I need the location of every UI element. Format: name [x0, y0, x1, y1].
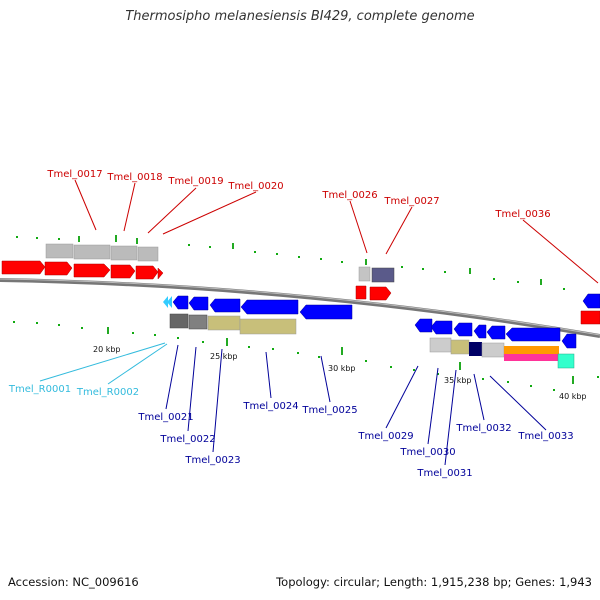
cog-box-tmel-0023 — [207, 315, 241, 331]
rna-genes — [163, 296, 172, 308]
outer-dot-track — [16, 236, 565, 290]
gene-label-tmel-r0001: Tmel_R0001 — [8, 384, 71, 395]
gene-label-tmel-0021: Tmel_0021 — [137, 412, 193, 423]
genome-summary-text: Topology: circular; Length: 1,915,238 bp… — [276, 575, 592, 589]
gene-label-tmel-0022: Tmel_0022 — [159, 434, 215, 445]
gene-label-tmel-0024: Tmel_0024 — [242, 401, 298, 412]
scale-label-30kbp: 30 kbp — [328, 364, 356, 373]
gene-label-tmel-0027: Tmel_0027 — [383, 196, 439, 207]
gene-label-tmel-0029: Tmel_0029 — [357, 431, 413, 442]
scale-label-35kbp: 35 kbp — [444, 376, 472, 385]
reverse-genes — [172, 293, 600, 349]
forward-leader-lines — [74, 179, 599, 284]
cog-box-tmel-0018 — [73, 244, 111, 260]
outer-tick-marks — [78, 235, 542, 285]
cog-box-tmel-0026 — [358, 266, 371, 282]
gene-label-tmel-0025: Tmel_0025 — [301, 405, 357, 416]
cog-box-tmel-0033-b — [504, 354, 559, 361]
forward-genes — [1, 260, 600, 325]
reverse-leader-lines — [165, 344, 547, 466]
cog-box-tmel-0027 — [371, 267, 395, 283]
genome-backbone — [0, 278, 600, 338]
gene-label-tmel-0030: Tmel_0030 — [399, 447, 455, 458]
cog-box-tmel-0022 — [188, 314, 208, 330]
gene-label-tmel-0036: Tmel_0036 — [494, 209, 550, 220]
gene-label-tmel-0032: Tmel_0032 — [455, 423, 511, 434]
scale-label-25kbp: 25 kbp — [210, 352, 238, 361]
cog-box-tmel-0021 — [169, 313, 189, 329]
gene-label-tmel-0026: Tmel_0026 — [321, 190, 377, 201]
cog-box-tmel-0033-a — [504, 346, 559, 354]
cog-box-tmel-0019 — [110, 245, 138, 261]
cog-box-tmel-0031 — [469, 342, 482, 356]
cog-box-tmel-0029 — [429, 337, 452, 353]
scale-label-20kbp: 20 kbp — [93, 345, 121, 354]
page-title: Thermosipho melanesiensis BI429, complet… — [125, 9, 475, 24]
gene-label-tmel-0017: Tmel_0017 — [46, 169, 102, 180]
forward-gene-labels: Tmel_0017 Tmel_0018 Tmel_0019 Tmel_0020 … — [46, 169, 550, 220]
inner-tick-marks — [107, 327, 574, 384]
cog-box-tmel-0033-c — [557, 353, 575, 369]
gene-label-tmel-0020: Tmel_0020 — [227, 181, 283, 192]
gene-label-tmel-r0002: Tmel_R0002 — [76, 387, 139, 398]
gene-label-tmel-0018: Tmel_0018 — [106, 172, 162, 183]
rna-leader-lines — [39, 342, 168, 385]
cog-box-tmel-0030 — [450, 339, 470, 355]
gene-label-tmel-0031: Tmel_0031 — [416, 468, 472, 479]
gene-label-tmel-0033: Tmel_0033 — [517, 431, 573, 442]
gene-label-tmel-0019: Tmel_0019 — [167, 176, 223, 187]
cog-box-tmel-0020 — [137, 246, 159, 262]
reverse-gene-labels: Tmel_0021 Tmel_0022 Tmel_0023 Tmel_0024 … — [137, 401, 573, 479]
gene-label-tmel-0023: Tmel_0023 — [184, 455, 240, 466]
cog-box-tmel-0024 — [239, 318, 297, 335]
inner-dot-track — [13, 321, 599, 391]
scale-label-40kbp: 40 kbp — [559, 392, 587, 401]
rna-gene-labels: Tmel_R0001 Tmel_R0002 — [8, 384, 139, 398]
cog-box-tmel-0017 — [45, 243, 74, 259]
cog-box-tmel-0032 — [481, 342, 505, 358]
accession-text: Accession: NC_009616 — [8, 575, 139, 589]
